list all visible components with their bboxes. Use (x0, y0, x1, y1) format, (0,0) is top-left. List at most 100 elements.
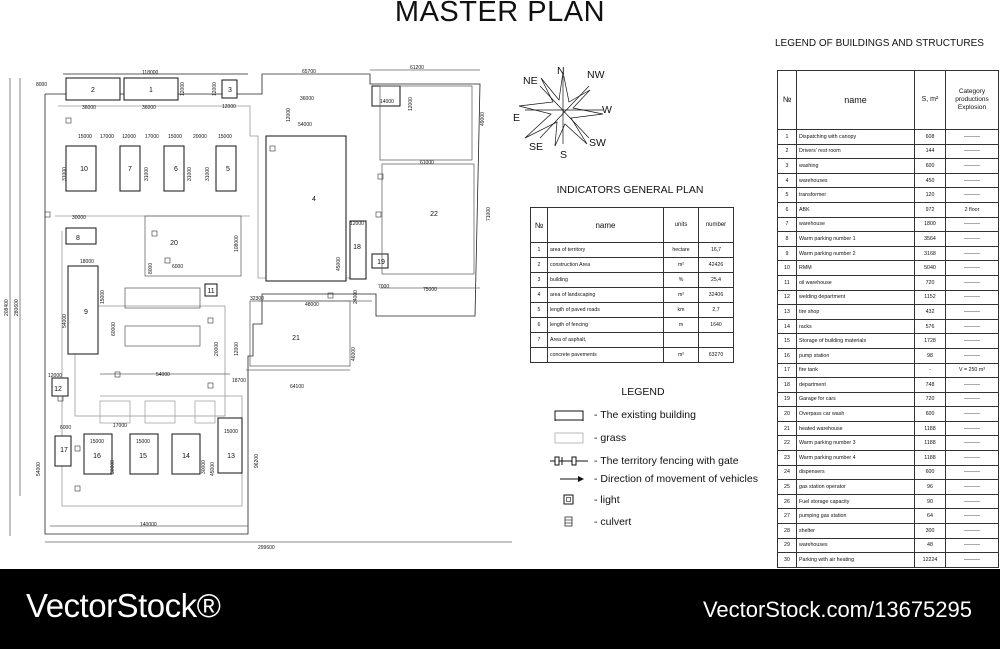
svg-text:31000: 31000 (187, 167, 193, 181)
legend-item-existing-building: - The existing building (550, 408, 696, 422)
svg-text:45000: 45000 (210, 462, 216, 476)
building-cell-name: racks (796, 318, 915, 335)
legend-item-light: - light (550, 493, 620, 507)
fence-gate-icon (550, 454, 588, 468)
building-cell-no: 15 (777, 333, 797, 349)
building-cell-no: 4 (777, 172, 797, 189)
building-cell-cat: ——— (945, 435, 999, 452)
legend-title: LEGEND (621, 386, 665, 398)
building-cell-cat: ——— (945, 231, 999, 247)
svg-text:30000: 30000 (72, 215, 86, 221)
indicator-cell-no: 6 (530, 317, 548, 333)
svg-text:14: 14 (182, 453, 190, 460)
svg-text:49000: 49000 (480, 112, 486, 126)
building-cell-area: 144 (914, 143, 946, 160)
svg-text:21: 21 (292, 335, 300, 342)
building-cell-cat: 2 floor (945, 201, 999, 218)
indicator-cell-units: m² (663, 257, 699, 273)
svg-text:4: 4 (312, 196, 316, 203)
building-cell-area: 450 (914, 172, 946, 189)
building-cell-no: 29 (777, 537, 797, 554)
building-8 (65, 227, 97, 245)
building-cell-no: 24 (777, 464, 797, 481)
svg-text:5: 5 (226, 166, 230, 173)
buildings-legend-table: № name S, m² Category productions Explos… (777, 70, 999, 568)
page-title: MASTER PLAN (394, 0, 606, 28)
svg-text:15000: 15000 (224, 429, 238, 435)
building-cell-no: 20 (777, 406, 797, 422)
building-cell-no: 21 (777, 420, 797, 437)
svg-text:14000: 14000 (380, 99, 394, 105)
building-cell-area: 1188 (914, 435, 946, 452)
svg-text:15: 15 (139, 453, 147, 460)
building-cell-no: 17 (777, 362, 797, 379)
building-cell-cat: ——— (945, 347, 999, 364)
indicator-cell-number: 42426 (698, 257, 734, 273)
svg-text:15000: 15000 (78, 134, 92, 140)
legend-item-vehicle-direction: - Direction of movement of vehicles (550, 472, 758, 486)
indicators-header-number: number (698, 207, 734, 243)
svg-text:48000: 48000 (305, 302, 319, 308)
svg-text:31000: 31000 (205, 167, 211, 181)
building-cell-name: transformer (796, 187, 915, 203)
svg-text:54000: 54000 (298, 122, 312, 128)
building-cell-name: washing (796, 158, 915, 174)
svg-text:30000: 30000 (110, 460, 116, 474)
building-cell-no: 26 (777, 493, 797, 510)
building-cell-cat: ——— (945, 129, 999, 145)
building-cell-no: 3 (777, 158, 797, 174)
svg-text:12000: 12000 (408, 97, 414, 111)
legend-item-culvert: - culvert (550, 515, 631, 529)
svg-text:3: 3 (228, 87, 232, 94)
indicator-cell-number: 63270 (698, 347, 734, 363)
building-7 (119, 145, 141, 192)
svg-text:11: 11 (207, 288, 214, 295)
building-cell-name: Overpass car wash (796, 406, 915, 422)
building-cell-no: 11 (777, 274, 797, 291)
building-cell-area: 1188 (914, 450, 946, 466)
existing-building-icon (550, 408, 588, 422)
building-cell-cat: ——— (945, 304, 999, 320)
svg-text:299600: 299600 (258, 545, 275, 551)
building-cell-area: 1152 (914, 289, 946, 306)
building-cell-cat: ——— (945, 318, 999, 335)
building-cell-no: 9 (777, 245, 797, 262)
svg-text:24000: 24000 (353, 290, 359, 304)
building-cell-name: Warm parking number 4 (796, 450, 915, 466)
building-cell-cat: ——— (945, 464, 999, 481)
svg-text:15000: 15000 (168, 134, 182, 140)
building-cell-no: 27 (777, 508, 797, 525)
building-cell-no: 14 (777, 318, 797, 335)
building-cell-area: 600 (914, 158, 946, 174)
svg-text:54000: 54000 (156, 372, 170, 378)
building-cell-cat: ——— (945, 216, 999, 233)
svg-text:12000: 12000 (350, 221, 364, 227)
svg-text:54000: 54000 (62, 314, 68, 328)
building-cell-cat: ——— (945, 420, 999, 437)
svg-text:12000: 12000 (212, 82, 218, 96)
building-cell-cat: ——— (945, 537, 999, 554)
svg-text:12: 12 (54, 386, 62, 393)
indicator-cell-number: 1640 (698, 317, 734, 333)
svg-text:SE: SE (529, 141, 543, 153)
building-19 (371, 253, 389, 269)
building-cell-no: 30 (777, 552, 797, 568)
svg-text:8000: 8000 (36, 82, 47, 88)
building-18 (349, 220, 367, 280)
building-cell-no: 19 (777, 391, 797, 408)
building-cell-cat: ——— (945, 406, 999, 422)
building-4 (265, 135, 347, 282)
